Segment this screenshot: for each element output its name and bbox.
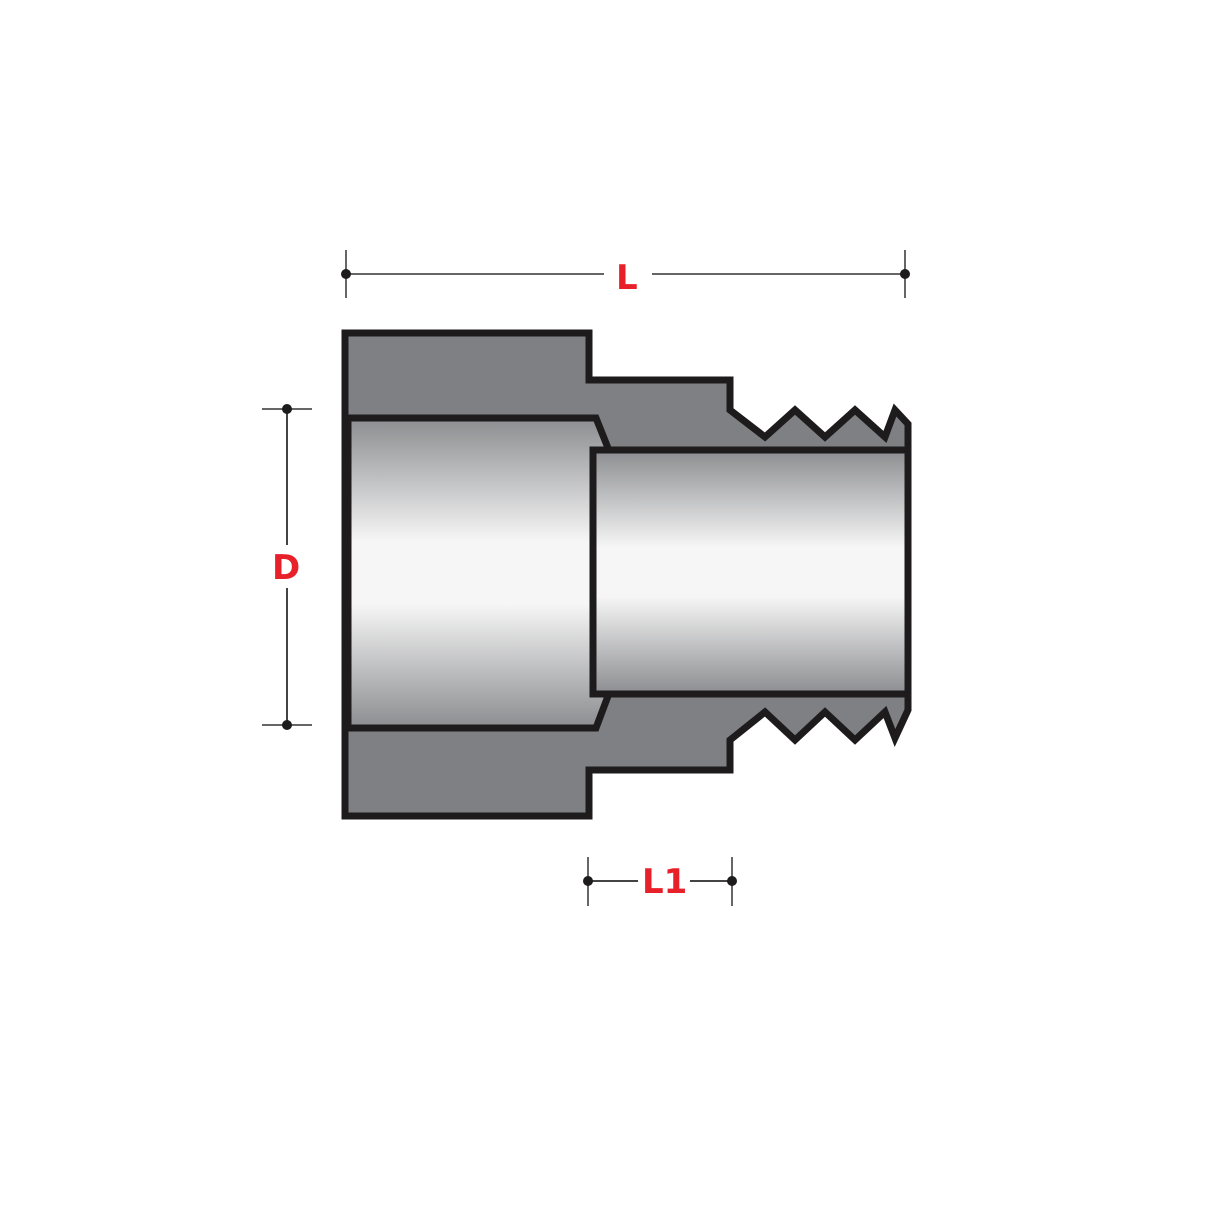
threaded-bore (589, 446, 912, 698)
dimension-L1 (583, 857, 737, 906)
label-D: D (272, 548, 301, 588)
label-L1: L1 (642, 862, 688, 902)
label-L: L (616, 258, 638, 298)
socket-bore (344, 414, 612, 732)
dimension-D (262, 404, 312, 730)
dimension-L (341, 250, 910, 298)
